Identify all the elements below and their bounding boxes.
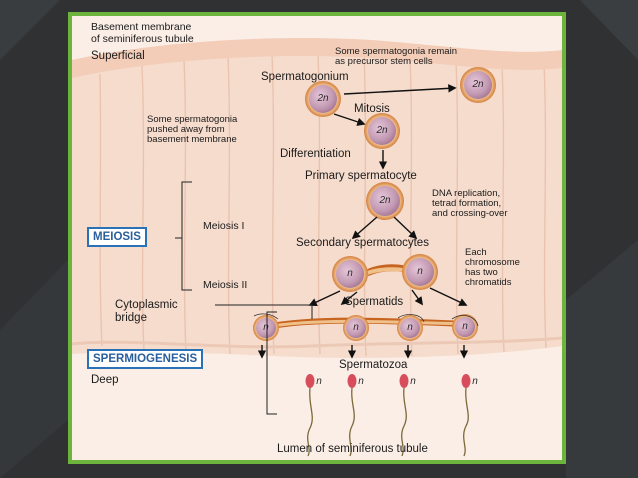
spermiogenesis-box: SPERMIOGENESIS xyxy=(87,349,204,369)
pushed-cell-ploidy: 2n xyxy=(376,125,388,136)
pushed-note-line3: basement membrane xyxy=(147,134,237,145)
spermatid-ploidy-4: n xyxy=(462,321,468,332)
spermatogonium-label: Spermatogonium xyxy=(261,71,349,83)
spermatozoon-ploidy-4: n xyxy=(472,376,478,387)
spermatid-ploidy-2: n xyxy=(353,322,359,333)
differentiation-label: Differentiation xyxy=(280,148,351,160)
secondary-spermatocyte-ploidy-right: n xyxy=(417,266,423,277)
basement-membrane xyxy=(72,38,562,78)
pushed-note-line1: Some spermatogonia xyxy=(147,114,238,125)
cytoplasmic-label: Cytoplasmic xyxy=(115,299,178,311)
basement-membrane-label: Basement membrane xyxy=(91,21,192,33)
spermatozoon-ploidy-2: n xyxy=(358,376,364,387)
stem-cells-note-line1: Some spermatogonia remain xyxy=(335,46,457,57)
spermatogonium-cell xyxy=(305,81,341,117)
stem-cell xyxy=(460,67,496,103)
spermatozoon-ploidy-1: n xyxy=(316,376,322,387)
primary-spermatocyte-ploidy: 2n xyxy=(379,195,391,206)
dna-note-line1: DNA replication, xyxy=(432,188,501,199)
meiosis-i-label: Meiosis I xyxy=(203,220,245,232)
pushed-note-line2: pushed away from xyxy=(147,124,225,135)
stem-cell-ploidy: 2n xyxy=(472,79,484,90)
lumen-label: Lumen of seminiferous tubule xyxy=(277,443,428,455)
process-arrows xyxy=(257,84,469,359)
pushed-spermatogonium-cell xyxy=(364,113,400,149)
spermatogenesis-diagram xyxy=(72,16,562,460)
spermatozoon-ploidy-3: n xyxy=(410,376,416,387)
sertoli-tissue xyxy=(72,51,562,358)
meiosis-ii-label: Meiosis II xyxy=(203,279,248,291)
secondary-spermatocytes-label: Secondary spermatocytes xyxy=(296,237,429,249)
diagram-panel: Basement membrane of seminiferous tubule… xyxy=(72,16,562,460)
spermatid-ploidy-3: n xyxy=(407,322,413,333)
chromatid-note-line1: Each xyxy=(465,247,487,258)
slide-frame: Basement membrane of seminiferous tubule… xyxy=(68,12,566,464)
mitosis-label: Mitosis xyxy=(354,103,390,115)
superficial-label: Superficial xyxy=(91,50,145,62)
primary-spermatocyte-cell xyxy=(366,182,404,220)
spermatids-label: Spermatids xyxy=(345,296,404,308)
chromatid-note-line4: chromatids xyxy=(465,277,512,288)
spermatid-ploidy-1: n xyxy=(263,322,269,333)
primary-spermatocyte-label: Primary spermatocyte xyxy=(305,170,417,182)
secondary-spermatocyte-ploidy-left: n xyxy=(347,268,353,279)
bridge-label: bridge xyxy=(115,312,147,324)
spermatogonium-ploidy: 2n xyxy=(317,93,329,104)
spermatozoa-label: Spermatozoa xyxy=(339,359,408,371)
chromatid-note-line2: chromosome xyxy=(465,257,520,268)
deep-label: Deep xyxy=(91,374,119,386)
meiosis-box: MEIOSIS xyxy=(87,227,147,247)
chromatid-note-line3: has two xyxy=(465,267,498,278)
spermatozoa-heads xyxy=(305,374,471,388)
spermatozoa-cells xyxy=(307,387,469,457)
secondary-spermatocyte-cells xyxy=(332,254,438,292)
seminiferous-tubule-label: of seminiferous tubule xyxy=(91,33,194,45)
dna-note-line3: and crossing-over xyxy=(432,208,508,219)
stem-cells-note-line2: as precursor stem cells xyxy=(335,56,433,67)
bracket-lines xyxy=(175,181,313,415)
spermatid-cells xyxy=(253,313,479,341)
dna-note-line2: tetrad formation, xyxy=(432,198,502,209)
